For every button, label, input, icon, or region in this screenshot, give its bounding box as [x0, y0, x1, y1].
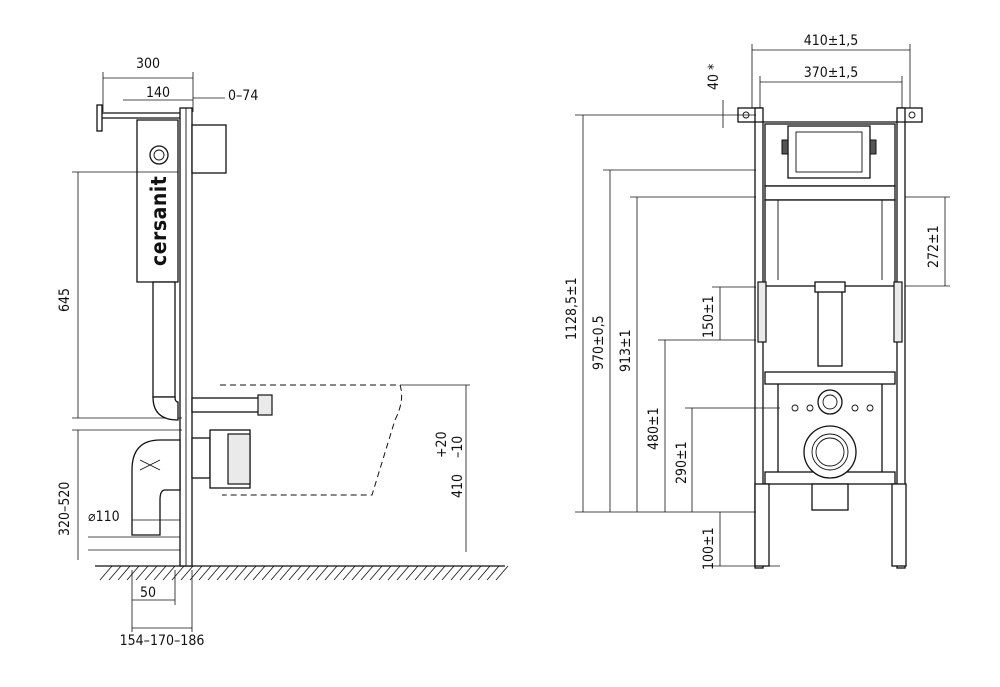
dim-272: 272±1 [926, 225, 942, 268]
hatch-line [360, 565, 374, 581]
front-view: 410±1,5 370±1,5 40 * [564, 33, 950, 570]
hatch-line [450, 565, 464, 581]
dim-40: 40 * [706, 64, 722, 90]
hatch-line [423, 565, 437, 581]
hatch-line [405, 565, 419, 581]
dim-0-74: 0–74 [228, 88, 258, 104]
dim-370-1-5: 370±1,5 [804, 65, 859, 81]
hatch-line [477, 565, 491, 581]
leg-left [754, 483, 770, 567]
hatch-line [432, 565, 446, 581]
dim-154-170-186: 154–170–186 [120, 633, 205, 649]
dim-410: 410 [450, 474, 466, 498]
hatch-line [414, 565, 428, 581]
dim-50: 50 [140, 585, 156, 601]
hatch-line [351, 565, 365, 581]
hatch-line [180, 565, 194, 581]
tank-body [764, 199, 896, 287]
cistern-tank [136, 119, 179, 283]
hatch-line [126, 565, 140, 581]
hatch-line [135, 565, 149, 581]
hatch-line [315, 565, 329, 581]
floor-hatching [99, 565, 509, 581]
hatch-line [468, 565, 482, 581]
hatch-line [171, 565, 185, 581]
hatch-line [207, 565, 221, 581]
fixing-arm-end [96, 104, 103, 132]
dim-320-520: 320–520 [57, 482, 73, 536]
bolt-icon [791, 404, 799, 412]
flush-valve-icon [149, 145, 169, 165]
hatch-line [396, 565, 410, 581]
hatch-line [342, 565, 356, 581]
hatch-line [99, 565, 113, 581]
dim-480: 480±1 [646, 407, 662, 450]
dim-645: 645 [57, 288, 73, 312]
waste-elbow [131, 439, 181, 536]
hatch-line [333, 565, 347, 581]
hatch-line [459, 565, 473, 581]
leg-right [891, 483, 907, 567]
flush-pipe [152, 281, 176, 398]
hatch-line [108, 565, 122, 581]
mounting-bolts [791, 404, 874, 412]
dim-300: 300 [136, 56, 160, 72]
dim-100: 100±1 [701, 527, 717, 570]
outlet-box [811, 483, 849, 511]
side-bracket-right [893, 281, 903, 343]
hatch-line [117, 565, 131, 581]
toilet-bowl-outline [220, 384, 403, 496]
dim-970: 970±0,5 [591, 315, 607, 370]
flush-plate-area [787, 125, 871, 179]
dim-913: 913±1 [618, 329, 634, 372]
dim-plus20: +20 [434, 431, 450, 458]
inlet-pipe [191, 397, 263, 413]
side-view: 300 140 0–74 cersanit 645 320–520 [57, 56, 509, 649]
hatch-line [261, 565, 275, 581]
water-inlet [817, 389, 843, 415]
hatch-line [153, 565, 167, 581]
hatch-line [297, 565, 311, 581]
side-bracket-left [757, 281, 767, 343]
dim-410-1-5: 410±1,5 [804, 33, 859, 49]
hatch-line [324, 565, 338, 581]
hatch-line [144, 565, 158, 581]
hatch-line [441, 565, 455, 581]
hatch-line [378, 565, 392, 581]
hatch-line [252, 565, 266, 581]
dim-150: 150±1 [701, 295, 717, 338]
hatch-line [270, 565, 284, 581]
hatch-line [216, 565, 230, 581]
hatch-line [369, 565, 383, 581]
hatch-line [279, 565, 293, 581]
bolt-icon [806, 404, 814, 412]
bolt-icon [851, 404, 859, 412]
hatch-line [225, 565, 239, 581]
tank-band [764, 185, 896, 201]
connector-ring [191, 437, 211, 479]
hatch-line [486, 565, 500, 581]
hatch-line [306, 565, 320, 581]
dim-140: 140 [146, 85, 170, 101]
brand-logo: cersanit [147, 176, 171, 266]
hatch-line [495, 565, 509, 581]
dim-pipe-diameter: ⌀110 [88, 509, 120, 525]
hatch-line [234, 565, 248, 581]
bolt-icon [866, 404, 874, 412]
hatch-line [198, 565, 212, 581]
hatch-line [162, 565, 176, 581]
flush-pipe-front [817, 285, 843, 367]
hatch-line [243, 565, 257, 581]
dim-290: 290±1 [674, 441, 690, 484]
dim-1128-5: 1128,5±1 [564, 277, 580, 340]
wall-block [191, 124, 227, 174]
hatch-line [288, 565, 302, 581]
dim-minus10: –10 [450, 436, 466, 458]
hatch-line [387, 565, 401, 581]
lower-crossbar [764, 371, 896, 385]
